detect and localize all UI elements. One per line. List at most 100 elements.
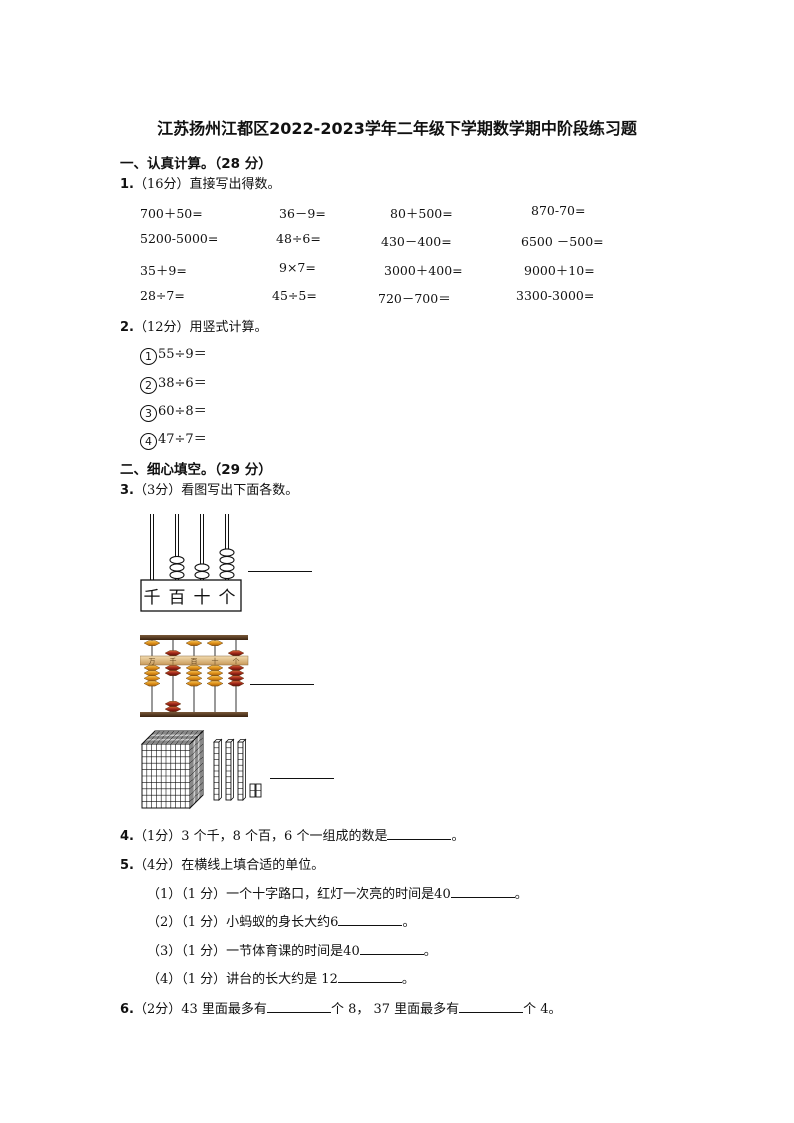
page-title: 江苏扬州江都区2022-2023学年二年级下学期数学期中阶段练习题 [157,119,637,138]
question-text: （16分）直接写出得数。 [133,177,281,192]
sub-question-text: （3）（1 分）一节体育课的时间是40 [147,944,360,959]
sub-question: （4）（1 分）讲台的长大约是 12 。 [147,968,415,987]
sub-question: （1）（1 分）一个十字路口，红灯一次亮的时间是40 。 [147,883,528,902]
abacus-bead [164,706,182,712]
calc-item: 870-70= [531,203,586,218]
calc-item: 28÷7= [140,288,185,303]
sub-question-text: （2）（1 分）小蚂蚁的身长大约6 [147,915,339,930]
question-6: 6.（2分）43 里面最多有个 8， 37 里面最多有个 4。 [120,998,562,1017]
abacus-bead [143,680,161,687]
circled-number: 2 [140,377,157,394]
answer-blank[interactable] [359,942,424,955]
counter-bead [169,570,185,580]
abacus-bead [206,670,224,676]
abacus-bead [206,640,224,646]
calc-item: 9×7= [279,260,316,275]
counter-bead [194,570,210,580]
answer-blank[interactable] [266,1000,331,1013]
calc-item: 720－700＝ [378,291,451,306]
question-number: 1. [120,177,134,192]
abacus-bottom-frame [140,712,248,717]
cube-grid-line [180,730,194,745]
abacus-bead [164,701,182,707]
question-text: （12分）用竖式计算。 [133,320,268,335]
cube-grid-line [189,769,204,783]
counter-bead [219,563,235,572]
question-number: 4. [120,829,134,844]
calc-item: 9000＋10= [524,263,595,278]
section-2-heading: 二、细心填空。（29 分） [120,462,272,478]
abacus-bead [164,665,182,671]
counter-label: 个 [219,588,236,608]
question-text-end: 。 [451,829,465,844]
sub-question: （2）（1 分）小蚂蚁的身长大约6。 [147,911,415,930]
answer-blank[interactable] [387,827,452,840]
sub-question: （3）（1 分）一节体育课的时间是40。 [147,940,437,959]
abacus-top-frame [140,635,248,640]
sub-question-end: 。 [514,887,528,902]
cube-grid-line [189,762,204,777]
calc-item: 48÷6= [276,231,321,246]
abacus-bead [185,680,203,687]
question-4: 4.（1分）3 个千，8 个百，6 个一组成的数是。 [120,825,464,844]
abacus-bead [164,670,182,676]
abacus-bead [143,670,161,676]
calc-item: 3000＋400= [384,263,463,278]
question-number: 3. [120,483,134,498]
abacus-label: 十 [212,657,219,666]
counter-figure: 千百十个 [140,514,242,612]
sub-question-text: （4）（1 分）讲台的长大约是 12 [147,972,338,987]
abacus-label: 千 [170,657,177,666]
abacus-bead [143,675,161,682]
question-number: 6. [120,1002,134,1017]
answer-blank[interactable] [337,970,402,983]
cube-grid-line [185,730,199,745]
abacus-label: 个 [233,658,240,666]
ten-rod-side [218,738,222,801]
abacus-bead [227,650,245,656]
sub-question-end: 。 [401,972,415,987]
calc-item: 6500 －500= [521,234,604,249]
answer-blank-counter[interactable] [248,571,312,572]
circled-number: 1 [140,348,157,365]
question-text: （2分）43 里面最多有 [133,1002,267,1017]
abacus-bead [185,670,203,676]
abacus-bead [227,680,245,687]
counter-label: 十 [194,588,211,608]
counter-bead [219,570,235,580]
vertical-calc-expr: 47÷7＝ [158,432,207,447]
abacus-bead [185,665,203,671]
answer-blank[interactable] [450,885,515,898]
abacus-bead [143,665,161,671]
vertical-calc-expr: 38÷6＝ [158,376,207,391]
section-1-heading: 一、认真计算。（28 分） [120,156,272,172]
counter-bead [219,555,235,565]
question-2: 2.（12分）用竖式计算。 [120,316,268,335]
answer-blank[interactable] [338,913,403,926]
place-value-blocks [140,730,262,810]
abacus-bead [206,680,224,687]
counter-label: 百 [169,588,186,608]
abacus-bead [185,640,203,646]
ten-rod-side [242,738,246,801]
abacus-bead [143,640,161,646]
vertical-calc-expr: 55÷9＝ [158,347,207,362]
sub-question-text: （1）（1 分）一个十字路口，红灯一次亮的时间是40 [147,887,451,902]
calc-item: 430－400= [381,234,452,249]
answer-blank-blocks[interactable] [270,778,334,779]
abacus-bead [206,665,224,671]
calc-item: 35＋9= [140,263,187,278]
answer-blank-abacus[interactable] [250,684,314,685]
counter-bead [169,555,185,565]
question-text: （3分）看图写出下面各数。 [133,483,299,498]
calc-item: 700＋50= [140,206,203,221]
cube-grid-line [175,730,189,745]
question-5: 5.（4分）在横线上填合适的单位。 [120,854,324,873]
calc-item: 45÷5= [272,288,317,303]
answer-blank[interactable] [459,1000,524,1013]
question-text-end: 个 4。 [523,1002,562,1017]
circled-number: 4 [140,433,157,450]
